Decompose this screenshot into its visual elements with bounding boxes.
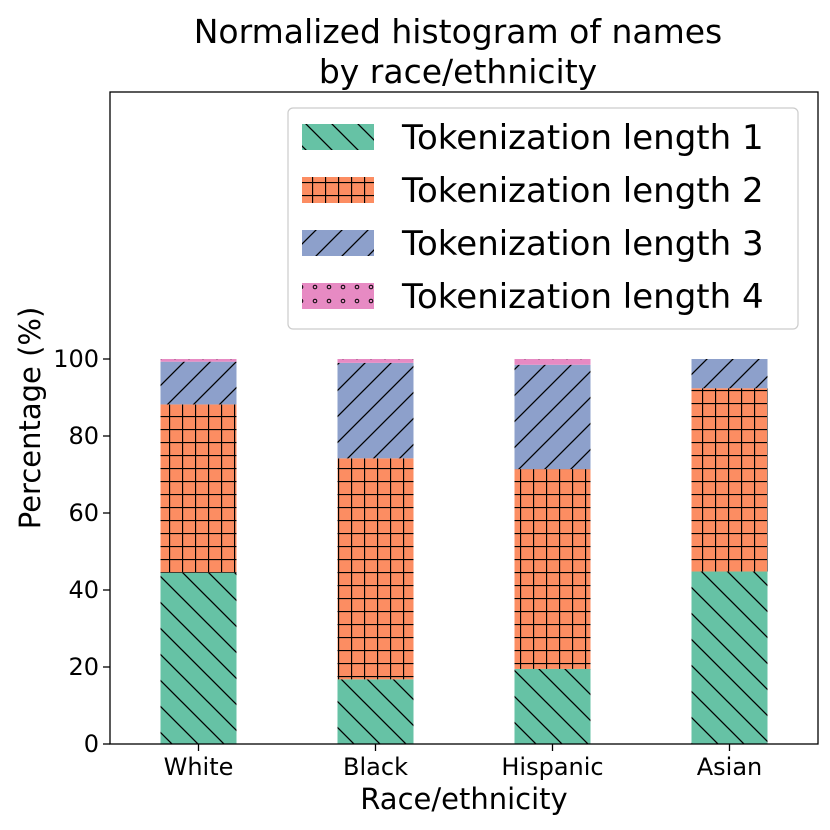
bar-hatch-white-series-4	[160, 359, 237, 362]
legend: Tokenization length 1 Tokenization length…	[287, 107, 799, 330]
bar-hatch-hispanic-series-2	[514, 469, 591, 669]
x-tick-label: Hispanic	[501, 753, 603, 781]
bar-hatch-black-series-2	[337, 458, 414, 680]
bar-hatch-asian-series-1	[691, 571, 768, 744]
bar-hatch-asian-series-3	[691, 359, 768, 389]
legend-swatch-hatch-series-4	[302, 283, 374, 309]
y-ticks-group: 0 20 40 60 80 100	[53, 345, 110, 758]
chart-title-line-2: by race/ethnicity	[319, 52, 597, 91]
bar-hatch-black-series-3	[337, 362, 414, 459]
y-tick-label: 20	[68, 653, 99, 681]
bar-hatch-hispanic-series-4	[514, 359, 591, 365]
legend-swatch-hatch-series-2	[302, 177, 374, 203]
x-tick-label: Asian	[697, 753, 763, 781]
bar-hatch-white-series-1	[160, 572, 237, 744]
x-tick-label: Black	[343, 753, 408, 781]
x-ticks-group: White Black Hispanic Asian	[164, 744, 763, 781]
chart-title-line-1: Normalized histogram of names	[194, 12, 722, 51]
bar-hatch-white-series-2	[160, 404, 237, 573]
y-tick-label: 60	[68, 499, 99, 527]
legend-frame	[287, 107, 799, 330]
x-tick-label: White	[164, 753, 234, 781]
y-tick-label: 100	[53, 345, 99, 373]
plot-frame	[109, 91, 819, 745]
legend-label-series-1: Tokenization length 1	[401, 118, 764, 158]
legend-swatch-hatch-series-1	[302, 124, 374, 150]
y-axis-label: Percentage (%)	[13, 307, 47, 530]
bar-hatch-hispanic-series-1	[514, 668, 591, 744]
bar-hatch-asian-series-2	[691, 388, 768, 572]
bar-hatch-white-series-3	[160, 361, 237, 405]
bar-hatch-black-series-4	[337, 359, 414, 363]
x-axis-label: Race/ethnicity	[360, 782, 567, 816]
legend-swatch-hatch-series-3	[302, 230, 374, 256]
bars-group	[160, 359, 768, 744]
legend-label-series-2: Tokenization length 2	[401, 171, 764, 211]
legend-label-series-4: Tokenization length 4	[401, 277, 764, 317]
y-tick-label: 40	[68, 576, 99, 604]
y-tick-label: 0	[84, 730, 99, 758]
bar-hatch-black-series-1	[337, 679, 414, 744]
legend-label-series-3: Tokenization length 3	[401, 224, 764, 264]
legend-items: Tokenization length 1 Tokenization length…	[302, 118, 764, 317]
y-tick-label: 80	[68, 422, 99, 450]
bar-hatch-hispanic-series-3	[514, 364, 591, 470]
